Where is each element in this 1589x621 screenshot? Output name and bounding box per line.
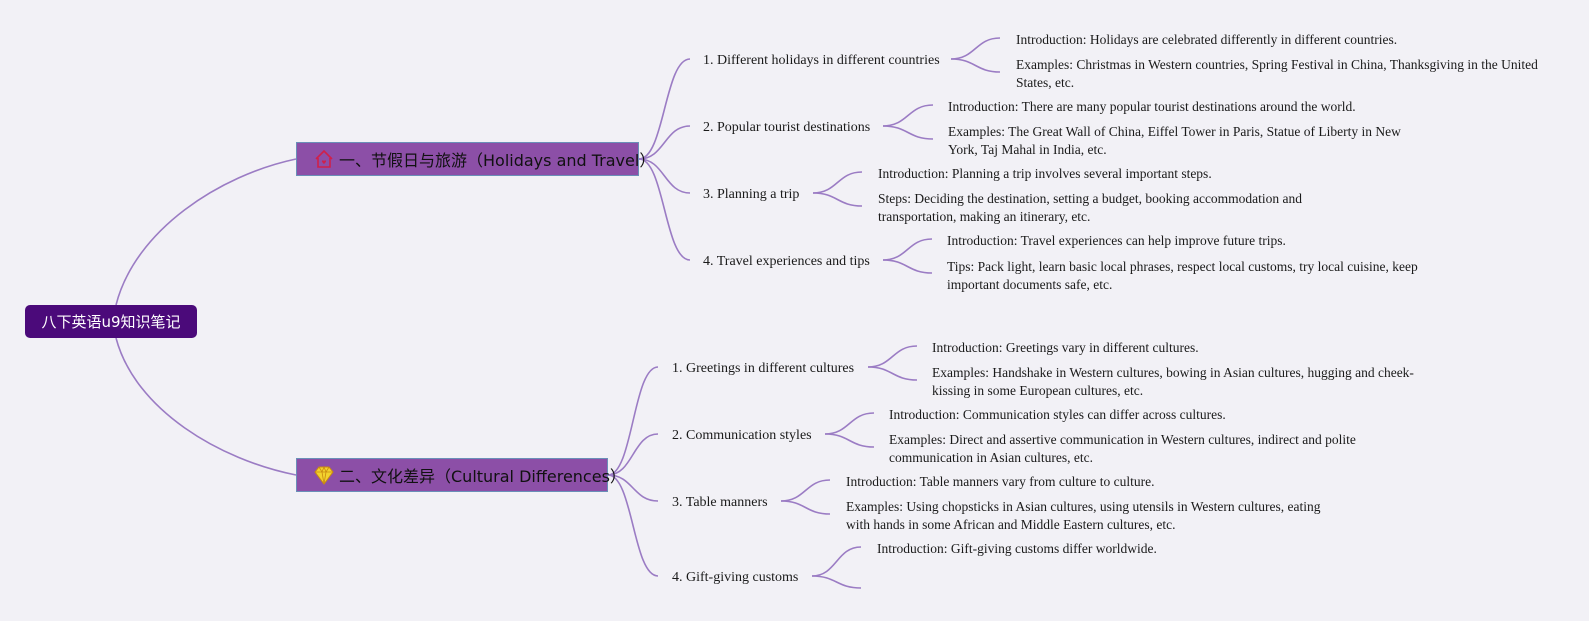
link-topic-detail [811, 575, 862, 589]
detail-introduction: Introduction: Communication styles can d… [889, 407, 1226, 422]
link-branch-topic [607, 433, 659, 476]
link-topic-detail [780, 479, 831, 502]
link-topic-detail [882, 238, 933, 261]
branch-label: 一、节假日与旅游（Holidays and Travel） [339, 151, 656, 170]
topic-different-holidays[interactable]: 1. Different holidays in different count… [703, 53, 940, 68]
link-branch-topic [638, 158, 691, 261]
detail-examples: Examples: Direct and assertive communica… [889, 432, 1356, 465]
link-topic-detail [867, 366, 918, 381]
detail-introduction: Introduction: Table manners vary from cu… [846, 474, 1155, 489]
detail-introduction: Introduction: Holidays are celebrated di… [1016, 32, 1398, 47]
link-branch-topic [607, 474, 659, 577]
link-topic-detail [812, 171, 863, 194]
link-topic-detail [882, 125, 934, 140]
topic-greetings[interactable]: 1. Greetings in different cultures [672, 361, 855, 376]
link-topic-detail [811, 546, 862, 577]
detail-examples: Examples: Handshake in Western cultures,… [932, 365, 1414, 398]
topic-table-manners[interactable]: 3. Table manners [672, 495, 768, 510]
link-branch-topic [607, 474, 659, 502]
branch-label: 二、文化差异（Cultural Differences） [339, 467, 626, 486]
link-topic-detail [812, 192, 863, 207]
detail-introduction: Introduction: Planning a trip involves s… [878, 166, 1212, 181]
detail-examples: Examples: Christmas in Western countries… [1016, 57, 1538, 90]
topic-gift-giving[interactable]: 4. Gift-giving customs [672, 570, 799, 585]
detail-examples: Examples: Using chopsticks in Asian cult… [846, 499, 1321, 532]
detail-examples: Examples: The Great Wall of China, Eiffe… [948, 124, 1401, 157]
house-icon [313, 148, 335, 170]
link-topic-detail [950, 58, 1001, 73]
branch-holidays-travel[interactable]: 一、节假日与旅游（Holidays and Travel） [296, 142, 655, 176]
link-topic-detail [950, 37, 1001, 60]
topic-communication-styles[interactable]: 2. Communication styles [672, 428, 812, 443]
topic-tourist-destinations[interactable]: 2. Popular tourist destinations [703, 120, 871, 135]
link-topic-detail [882, 259, 933, 274]
root-label: 八下英语u9知识笔记 [41, 313, 181, 331]
detail-introduction: Introduction: Travel experiences can hel… [947, 233, 1286, 248]
topic-planning-trip[interactable]: 3. Planning a trip [703, 187, 800, 202]
diamond-icon [313, 464, 335, 486]
link-topic-detail [867, 345, 918, 368]
detail-introduction: Introduction: There are many popular tou… [948, 99, 1356, 114]
link-topic-detail [824, 412, 875, 435]
link-root-branch [115, 158, 297, 306]
detail-tips: Tips: Pack light, learn basic local phra… [947, 259, 1418, 292]
detail-introduction: Introduction: Gift-giving customs differ… [877, 541, 1157, 556]
link-root-branch [115, 337, 297, 476]
link-branch-topic [638, 158, 691, 194]
link-topic-detail [824, 433, 875, 448]
link-branch-topic [638, 58, 691, 160]
link-branch-topic [638, 125, 691, 160]
link-topic-detail [780, 500, 831, 515]
detail-introduction: Introduction: Greetings vary in differen… [932, 340, 1199, 355]
topic-travel-experiences[interactable]: 4. Travel experiences and tips [703, 254, 870, 269]
link-branch-topic [607, 366, 659, 476]
branch-cultural-differences[interactable]: 二、文化差异（Cultural Differences） [296, 458, 626, 492]
root-node[interactable]: 八下英语u9知识笔记 [25, 305, 197, 338]
link-topic-detail [882, 104, 934, 127]
detail-steps: Steps: Deciding the destination, setting… [878, 191, 1303, 224]
